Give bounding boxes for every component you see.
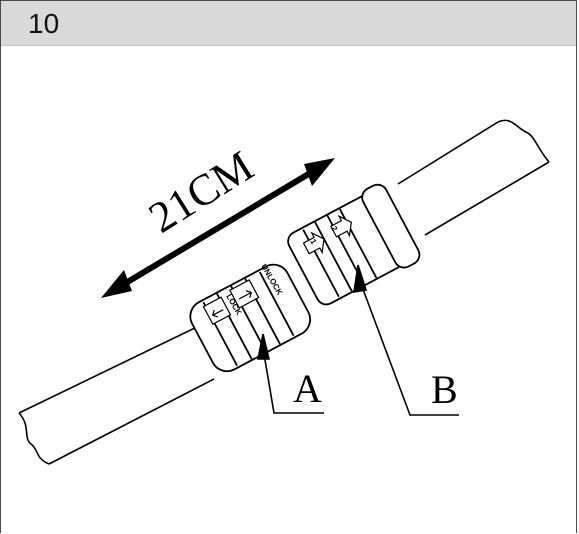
callout-a-leader: [257, 333, 324, 414]
callout-b-leader: [353, 264, 459, 416]
unlock-arrow-icon: [229, 279, 260, 309]
lock-sleeve: [189, 263, 312, 373]
marker-1: 1: [308, 238, 318, 247]
dimension-arrow: [101, 158, 335, 298]
direction-arrow-icon: [330, 214, 352, 238]
direction-arrow-icon: [302, 231, 325, 255]
left-cable: [18, 324, 215, 465]
step-number: 10: [28, 8, 60, 39]
callout-b-label: B: [431, 367, 458, 412]
callout-a-label: A: [293, 366, 322, 411]
right-cable: [397, 119, 550, 236]
lock-arrow-icon: [202, 296, 232, 326]
step-header: 10: [1, 1, 576, 46]
dimension-label: 21CM: [140, 141, 261, 242]
connector-body: [287, 183, 421, 306]
marker-2: 2: [329, 225, 339, 234]
connector-illustration: LOCK UNLOCK 1 2: [1, 46, 578, 534]
